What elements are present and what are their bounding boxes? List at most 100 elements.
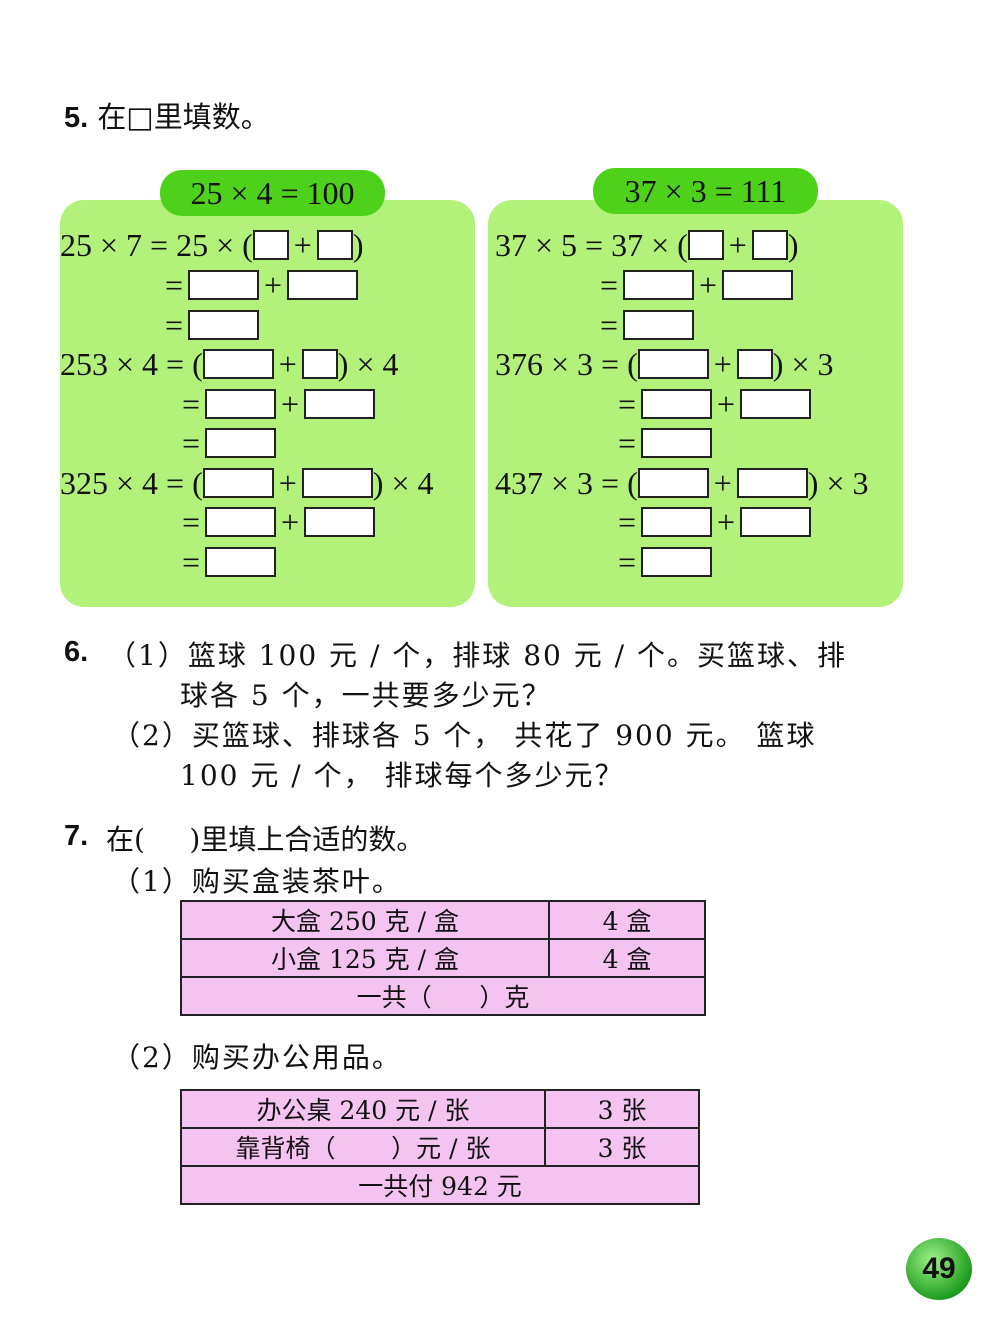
left-row-7: 325 × 4 = (+) × 4 (60, 464, 434, 501)
plus: + (281, 385, 300, 422)
right-row-4: 376 × 3 = (+) × 3 (495, 345, 834, 382)
equals: = (618, 503, 637, 540)
page-number-badge: 49 (906, 1238, 972, 1300)
right-row-7: 437 × 3 = (+) × 3 (495, 464, 869, 501)
plus: + (699, 266, 718, 303)
answer-box[interactable] (205, 428, 277, 458)
equals: = (182, 424, 201, 461)
plus: + (728, 226, 747, 263)
right-row-1: 37 × 5 = 37 × ( +) (495, 226, 799, 263)
answer-box[interactable] (623, 270, 695, 300)
paren: ) (787, 226, 799, 263)
left-row-6: = (177, 424, 277, 461)
table-row: 一共（ ）克 (182, 978, 704, 1014)
eq-text: 437 × 3 = ( (495, 464, 638, 501)
left-row-1: 25 × 7 = 25 × (+) (60, 226, 364, 263)
q5-number: 5. (64, 102, 89, 134)
equals: = (618, 543, 637, 580)
left-row-5: =+ (177, 385, 376, 422)
q7-part1: （1）购买盒装茶叶。 (112, 865, 402, 898)
answer-box[interactable] (316, 230, 353, 260)
equals: = (600, 306, 619, 343)
answer-box[interactable] (641, 389, 713, 419)
answer-box[interactable] (205, 389, 277, 419)
answer-box[interactable] (623, 310, 695, 340)
q7-title: 在( )里填上合适的数。 (106, 823, 425, 856)
q6-part2-line1: （2）买篮球、排球各 5 个， 共花了 900 元。 篮球 (112, 719, 817, 752)
left-row-9: = (177, 543, 277, 580)
q5-heading: 5. 在□里填数。 (64, 94, 270, 136)
answer-box[interactable] (641, 507, 713, 537)
answer-box[interactable] (188, 310, 260, 340)
answer-box[interactable] (740, 507, 812, 537)
answer-box[interactable] (687, 230, 724, 260)
left-row-3: = (160, 306, 260, 343)
q7-part2: （2）购买办公用品。 (112, 1041, 402, 1074)
answer-box[interactable] (740, 389, 812, 419)
right-row-2: =+ (595, 266, 794, 303)
table-cell: 3 张 (544, 1091, 698, 1127)
left-row-8: =+ (177, 503, 376, 540)
eq-text: ) × 3 (772, 345, 834, 382)
equals: = (165, 306, 184, 343)
answer-box[interactable] (301, 468, 373, 498)
eq-text: ) × 4 (337, 345, 399, 382)
answer-box[interactable] (304, 507, 376, 537)
plus: + (281, 503, 300, 540)
eq-text: 25 × 7 = 25 × ( (60, 226, 253, 263)
answer-box[interactable] (252, 230, 289, 260)
right-row-9: = (613, 543, 713, 580)
plus: + (713, 345, 732, 382)
answer-box[interactable] (641, 547, 713, 577)
answer-box[interactable] (751, 230, 788, 260)
total-cell[interactable]: 一共（ ）克 (356, 983, 530, 1012)
table-row: 一共付 942 元 (182, 1167, 698, 1203)
answer-box[interactable] (202, 468, 274, 498)
table-cell: 3 张 (544, 1129, 698, 1165)
equals: = (618, 385, 637, 422)
q6-part2-line2: 100 元 / 个， 排球每个多少元？ (180, 759, 625, 792)
q6-part1-line1: （1）篮球 100 元 / 个，排球 80 元 / 个。买篮球、排 (108, 639, 847, 672)
answer-box[interactable] (202, 349, 274, 379)
right-badge: 37 × 3 = 111 (593, 168, 818, 214)
equals: = (600, 266, 619, 303)
left-badge: 25 × 4 = 100 (160, 170, 385, 216)
answer-box[interactable] (736, 349, 773, 379)
eq-text: 325 × 4 = ( (60, 464, 203, 501)
answer-box[interactable] (205, 507, 277, 537)
eq-text: 253 × 4 = ( (60, 345, 203, 382)
answer-box[interactable] (637, 349, 709, 379)
answer-box[interactable] (287, 270, 359, 300)
plus: + (293, 226, 312, 263)
q6-number: 6. (64, 636, 89, 668)
table-row: 靠背椅（ ）元 / 张 3 张 (182, 1129, 698, 1167)
equals: = (182, 543, 201, 580)
equals: = (165, 266, 184, 303)
answer-box[interactable] (304, 389, 376, 419)
left-row-4: 253 × 4 = ( + ) × 4 (60, 345, 399, 382)
answer-box[interactable] (736, 468, 808, 498)
answer-box[interactable] (722, 270, 794, 300)
answer-box[interactable] (637, 468, 709, 498)
plus: + (717, 385, 736, 422)
answer-box[interactable] (205, 547, 277, 577)
plus: + (278, 345, 297, 382)
total-cell: 一共付 942 元 (358, 1172, 522, 1201)
answer-box[interactable] (641, 428, 713, 458)
left-row-2: =+ (160, 266, 359, 303)
equals: = (618, 424, 637, 461)
right-row-3: = (595, 306, 695, 343)
table-cell[interactable]: 靠背椅（ ）元 / 张 (235, 1134, 491, 1163)
equals: = (182, 503, 201, 540)
table-cell: 大盒 250 克 / 盒 (271, 907, 459, 936)
answer-box[interactable] (301, 349, 338, 379)
eq-text: 37 × 5 = 37 × ( (495, 226, 688, 263)
plus: + (717, 503, 736, 540)
table-cell: 小盒 125 克 / 盒 (271, 945, 459, 974)
answer-box[interactable] (188, 270, 260, 300)
